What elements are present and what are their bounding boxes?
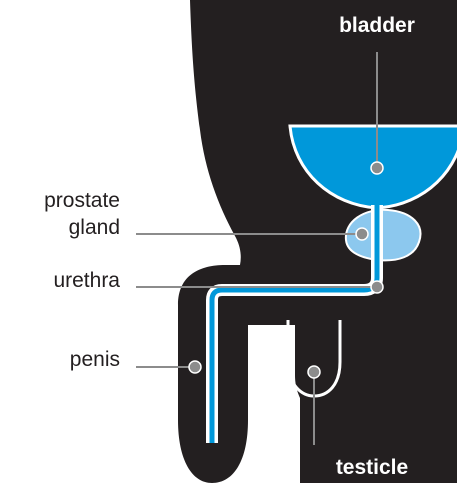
penis-pointer-dot	[189, 361, 201, 373]
prostate-label-line1: prostate	[44, 189, 120, 212]
bladder-label: bladder	[339, 14, 415, 37]
testicle-label: testicle	[336, 456, 408, 479]
penis-label: penis	[70, 348, 120, 371]
urethra-pointer-dot	[371, 281, 383, 293]
prostate-label-line2: gland	[69, 216, 120, 239]
prostate-pointer-dot	[356, 228, 368, 240]
bladder-pointer-dot	[371, 162, 383, 174]
testicle-pointer-dot	[308, 366, 320, 378]
urethra-label: urethra	[53, 269, 120, 292]
